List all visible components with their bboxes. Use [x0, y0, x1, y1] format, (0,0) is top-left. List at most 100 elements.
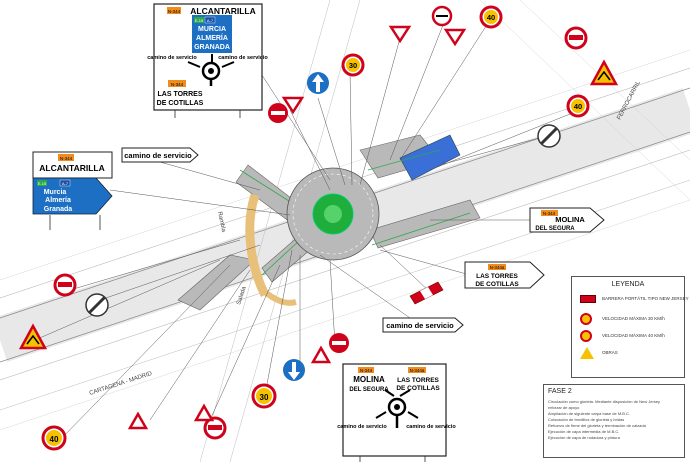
- yield-sign-top-left: [281, 96, 305, 115]
- bottom-sign-right-road: N-344a: [410, 368, 425, 373]
- end-restriction-sign-right: [537, 124, 561, 148]
- label-salada: Salada: [236, 285, 248, 305]
- molina-arrow-sign: N-344 MOLINA DEL SEGURA: [529, 207, 605, 233]
- legend-speed40-swatch: [580, 330, 592, 342]
- service-top-label: camino de servicio: [124, 151, 192, 160]
- left-sign-line3: Granada: [44, 206, 73, 213]
- warning-sign-bottom: [193, 403, 215, 422]
- no-overtaking-sign-bottom: [203, 416, 227, 440]
- torres-line2: DE COTILLAS: [475, 281, 519, 288]
- legend-panel: LEYENDA BARRERA PORTÁTIL TIPO NEW JERSEY…: [571, 276, 689, 378]
- service-road-sign-top: camino de servicio: [121, 147, 199, 163]
- speed-limit-sign-40-right: 40: [566, 94, 590, 118]
- molina-line2: DEL SEGURA: [535, 226, 575, 232]
- keep-down-arrow-sign: [283, 359, 305, 381]
- top-direction-sign: N-344 ALCANTARILLA E-15 A-7 MURCIA ALMER…: [147, 3, 268, 118]
- phase-title: FASE 2: [548, 388, 572, 395]
- phase-line-6: Ejecución de capa intermedia de M.B.C.: [548, 429, 620, 434]
- bottom-sign-left-service: camino de servicio: [337, 424, 387, 430]
- blue-lane-area: [399, 134, 461, 181]
- legend-title: LEYENDA: [611, 281, 645, 288]
- no-entry-sign-bottom: [329, 333, 349, 353]
- phase-line-5: Refuerzo de firme del glorieta y termina…: [548, 423, 646, 428]
- phase-line-4: Colocación de bordillos de glorieta y br…: [548, 417, 625, 422]
- leader-lines: [34, 19, 581, 441]
- top-sign-blue-line2: ALMERÍA: [196, 33, 228, 42]
- end-restriction-sign-left: [85, 293, 109, 317]
- bottom-direction-sign: N-344 MOLINA DEL SEGURA N-344a LAS TORRE…: [337, 363, 456, 462]
- speed-value-40-b: 40: [50, 435, 59, 444]
- top-sign-left-service: camino de servicio: [147, 55, 197, 61]
- phase-line-2: reforzar de apoyo: [548, 405, 580, 410]
- bottom-sign-right-service: camino de servicio: [406, 424, 456, 430]
- top-sign-blue-line3: GRANADA: [194, 44, 230, 51]
- top-sign-bottom-place1: LAS TORRES: [158, 91, 203, 98]
- legend-item-works: OBRAS: [602, 350, 618, 355]
- no-entry-sign-left: [268, 103, 288, 123]
- top-sign-top-place: ALCANTARILLA: [190, 6, 255, 16]
- label-cartagena: CARTAGENA - MADRID: [89, 371, 154, 397]
- speed-limit-sign-40-topright: 40: [479, 5, 503, 29]
- left-sign-blue-road: A-7: [62, 181, 69, 186]
- torres-road: N-344a: [490, 265, 505, 270]
- road-works-sign-top-right: [589, 59, 619, 86]
- bottom-sign-left-service1: camino de servicio: [337, 424, 387, 430]
- top-sign-right-service: camino de servicio: [218, 55, 268, 61]
- top-sign-blue-line1: MURCIA: [198, 26, 226, 33]
- road-works-sign-left: [18, 323, 48, 350]
- phase-line-1: Circulación como glorieta. Mediante disp…: [548, 399, 661, 404]
- speed-limit-sign-30-bottom: 30: [251, 383, 277, 409]
- roundabout: [286, 167, 380, 261]
- yield-sign-top: [388, 25, 412, 44]
- service-bottom-label: camino de servicio: [386, 321, 454, 330]
- bottom-sign-left-line1: MOLINA: [353, 375, 385, 384]
- top-sign-bottom-place2: DE COTILLAS: [157, 100, 204, 107]
- left-sign-road: N-344: [60, 156, 73, 161]
- left-direction-sign: N-344 ALCANTARILLA E-15 A-7 Murcia Almer…: [32, 151, 113, 230]
- warning-sign-bottom-mid: [310, 345, 332, 364]
- no-overtaking-sign-right: [564, 26, 588, 50]
- label-rambla: Rambla: [216, 211, 226, 233]
- phase-panel: FASE 2 Circulación como glorieta. Median…: [543, 384, 685, 458]
- legend-speed30-swatch: [580, 313, 592, 325]
- legend-item-speed40: VELOCIDAD MÁXIMA 40 KM/h: [602, 333, 665, 338]
- left-sign-green-road: E-15: [38, 181, 47, 186]
- speed-value-40-a: 40: [487, 13, 495, 22]
- bottom-sign-right-line1: LAS TORRES: [397, 377, 439, 384]
- phase-line-3: Ampliación de siguiente carpa base de M.…: [548, 411, 631, 416]
- bottom-sign-left-line2: DEL SEGURA: [349, 387, 389, 393]
- legend-item-barrier: BARRERA PORTÁTIL TIPO NEW JERSEY: [602, 296, 689, 301]
- yield-sign-top-right: [443, 28, 467, 47]
- left-sign-place: ALCANTARILLA: [39, 163, 104, 173]
- speed-value-40-c: 40: [574, 102, 582, 111]
- legend-item-speed30: VELOCIDAD MÁXIMA 30 KM/h: [602, 316, 665, 321]
- torres-arrow-sign: N-344a LAS TORRES DE COTILLAS: [464, 261, 545, 289]
- legend-works-swatch: [580, 347, 594, 359]
- no-overtaking-sign-left: [53, 273, 77, 297]
- warning-sign-bottom-left: [127, 411, 149, 430]
- bottom-sign-right-service1: camino de servicio: [406, 424, 456, 430]
- service-road-sign-bottom: camino de servicio: [382, 317, 464, 333]
- speed-value-30-a: 30: [349, 61, 357, 70]
- top-sign-bottom-road: N-344: [171, 82, 184, 87]
- speed-limit-sign-30-top: 30: [341, 53, 365, 77]
- bottom-sign-right-line2: DE COTILLAS: [396, 385, 440, 392]
- top-sign-blue-road: A-7: [207, 18, 214, 23]
- torres-line1: LAS TORRES: [476, 273, 518, 280]
- new-jersey-barrier: [409, 281, 444, 305]
- legend-barrier-swatch: [580, 295, 596, 303]
- molina-line1: MOLINA: [555, 215, 585, 224]
- top-sign-green-road: E-15: [195, 18, 204, 23]
- approach-roads: [177, 134, 481, 311]
- road-works-sign-top-mid: [431, 5, 453, 27]
- speed-limit-sign-40-bottom: 40: [41, 425, 67, 451]
- left-sign-line2: Almería: [45, 197, 71, 204]
- left-sign-line1: Murcia: [44, 189, 67, 196]
- phase-line-7: Ejecución de capa de rodadura y pintura: [548, 435, 620, 440]
- top-sign-top-road: N-344: [168, 9, 181, 14]
- speed-value-30-b: 30: [260, 393, 269, 402]
- keep-up-arrow-sign: [307, 72, 329, 94]
- bottom-sign-left-road: N-344: [360, 368, 373, 373]
